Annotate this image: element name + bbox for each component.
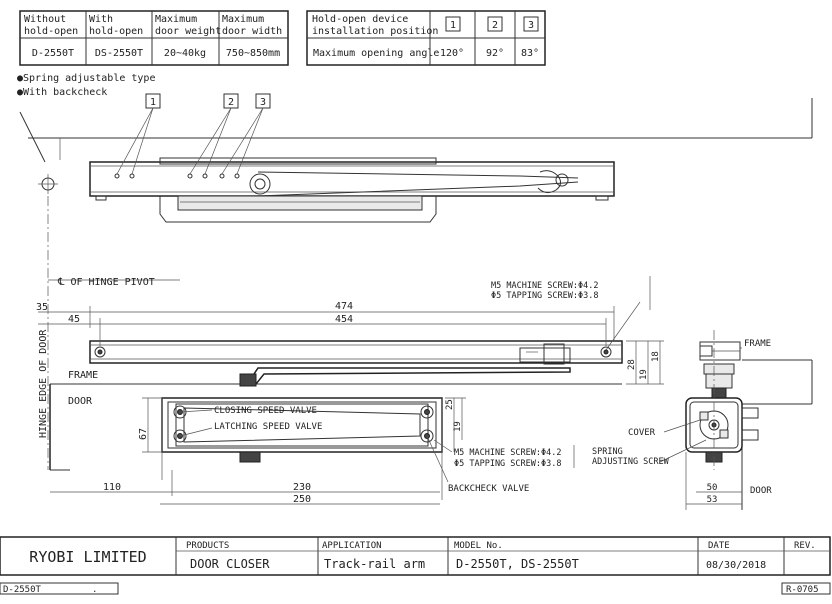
hold-position-1: 1 (450, 20, 456, 31)
dim-19-rail: 19 (639, 369, 649, 380)
products-value: DOOR CLOSER (190, 557, 270, 571)
hold-position-2: 2 (492, 20, 498, 31)
footer-mark: . (92, 585, 97, 595)
footer-sheet-ref: R-0705 (786, 585, 819, 595)
closing-speed-valve-label: CLOSING SPEED VALVE (214, 406, 317, 416)
dim-50: 50 (707, 483, 718, 493)
dim-28: 28 (627, 359, 637, 370)
frame-label-left: FRAME (68, 370, 98, 381)
application-value: Track-rail arm (324, 557, 425, 571)
dim-35: 35 (36, 302, 48, 313)
hold-position-3: 3 (528, 20, 534, 31)
hold-angle-2: 92° (486, 48, 504, 59)
cover-label: COVER (628, 428, 656, 438)
model-label: MODEL No. (454, 541, 503, 551)
dim-250: 250 (293, 494, 311, 505)
dim-45: 45 (68, 314, 80, 325)
hinge-pivot-label: ℄ OF HINGE PIVOT (57, 277, 155, 288)
note-backcheck: ●With backcheck (17, 87, 107, 98)
dim-454: 454 (335, 314, 353, 325)
frame-label-right: FRAME (744, 339, 771, 349)
top-view: 1 2 3 (19, 93, 813, 223)
screw-note-bottom-1: M5 MACHINE SCREW:Φ4.2 (454, 448, 561, 458)
dim-25: 25 (445, 399, 455, 410)
hold-row-label: Maximum opening angle (313, 48, 439, 59)
hold-open-table: Hold-open device installation position 1… (306, 10, 546, 66)
hinge-edge-label: HINGE EDGE OF DOOR (38, 329, 49, 438)
dimensions: 35 474 45 454 28 19 18 25 19 67 110 230 … (36, 301, 664, 505)
products-label: PRODUCTS (186, 541, 229, 551)
footer-drawing-no: D-2550T (3, 585, 42, 595)
dim-53: 53 (707, 495, 718, 505)
door-label-left: DOOR (68, 396, 93, 407)
front-view: FRAME DOOR CLOSING SPEED VALVE LATCHING … (49, 276, 651, 500)
hold-angle-1: 120° (440, 48, 464, 59)
backcheck-valve-label: BACKCHECK VALVE (448, 484, 529, 494)
screw-note-top-1: M5 MACHINE SCREW:Φ4.2 (491, 281, 598, 291)
footer: D-2550T . R-0705 (0, 582, 831, 595)
door-label-right: DOOR (750, 486, 772, 496)
spec-header-4a: Maximum (222, 14, 264, 25)
rev-label: REV. (794, 541, 816, 551)
spec-cell-1: D-2550T (32, 48, 74, 59)
application-label: APPLICATION (322, 541, 382, 551)
dim-230: 230 (293, 482, 311, 493)
spec-header-2a: With (89, 14, 113, 25)
screw-note-top-2: Φ5 TAPPING SCREW:Φ3.8 (491, 291, 598, 301)
spec-header-2b: hold-open (89, 26, 143, 37)
company-name: RYOBI LIMITED (29, 548, 146, 566)
hold-open-positions (114, 173, 240, 179)
latching-speed-valve-label: LATCHING SPEED VALVE (214, 422, 322, 432)
dim-110: 110 (103, 482, 121, 493)
dim-474: 474 (335, 301, 353, 312)
title-block: RYOBI LIMITED PRODUCTS DOOR CLOSER APPLI… (0, 536, 831, 576)
spring-adjusting-label-1: SPRING (592, 447, 623, 457)
spec-header-4b: door width (222, 26, 282, 37)
spec-table: Without hold-open With hold-open Maximum… (19, 10, 289, 66)
dim-18: 18 (651, 351, 661, 362)
callout-1: 1 (150, 97, 156, 108)
note-spring-adjustable: ●Spring adjustable type (17, 73, 155, 84)
spec-header-3a: Maximum (155, 14, 197, 25)
screw-note-bottom-2: Φ5 TAPPING SCREW:Φ3.8 (454, 459, 561, 469)
callout-3: 3 (260, 97, 266, 108)
dim-19-body: 19 (453, 421, 463, 432)
spec-header-1b: hold-open (24, 26, 78, 37)
hold-header-b: installation position (312, 26, 438, 37)
spec-cell-3: 20~40kg (164, 48, 206, 59)
spec-header-3b: door weight (155, 26, 221, 37)
hold-angle-3: 83° (521, 48, 539, 59)
spring-adjusting-label-2: ADJUSTING SCREW (592, 457, 670, 467)
spec-cell-4: 750~850mm (226, 48, 280, 59)
callout-2: 2 (228, 97, 234, 108)
dim-67: 67 (138, 428, 149, 440)
side-view: FRAME COVER SPRING ADJUSTING SCREW DOOR … (592, 330, 813, 510)
date-value: 08/30/2018 (706, 560, 766, 571)
spec-cell-2: DS-2550T (95, 48, 143, 59)
spec-header-1a: Without (24, 14, 66, 25)
date-label: DATE (708, 541, 730, 551)
model-value: D-2550T, DS-2550T (456, 557, 579, 571)
hold-header-a: Hold-open device (312, 14, 408, 25)
